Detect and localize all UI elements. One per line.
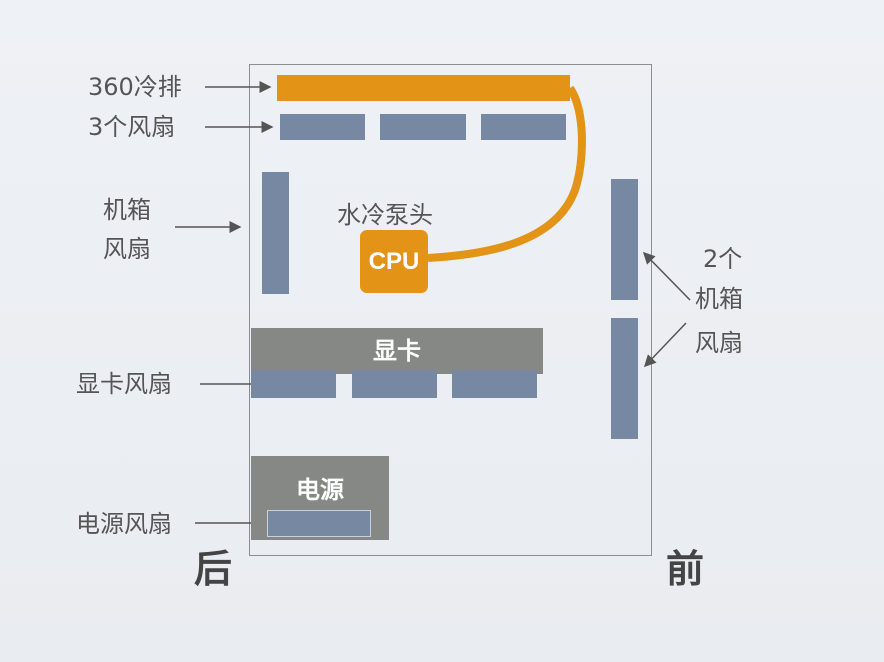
psu-fan-label: 电源风扇 [76, 510, 172, 538]
top-fan-3 [481, 114, 566, 140]
radiator-360 [277, 75, 570, 101]
gpu-label: 显卡 [373, 337, 421, 365]
gpu-fan-1 [251, 370, 336, 398]
gpu-fans-label: 显卡风扇 [76, 370, 172, 398]
psu-label: 电源 [296, 476, 344, 504]
rear-fan-label-line2: 风扇 [103, 235, 151, 263]
gpu-block: 显卡 [251, 328, 543, 374]
radiator-label: 360冷排 [88, 73, 182, 101]
front-case-fan-2 [611, 318, 638, 439]
front-fans-label-line3: 风扇 [695, 329, 743, 357]
front-case-fan-1 [611, 179, 638, 300]
front-fans-label-line2: 机箱 [695, 285, 743, 313]
pump-label: 水冷泵头 [337, 201, 433, 229]
gpu-fan-3 [452, 370, 537, 398]
gpu-fan-2 [352, 370, 437, 398]
pc-case-outline [249, 64, 652, 556]
front-fans-label-line1: 2个 [703, 245, 743, 273]
rear-label: 后 [194, 547, 233, 591]
water-tube [427, 85, 586, 262]
front-label: 前 [666, 547, 705, 591]
rear-case-fan [262, 172, 289, 294]
rear-fan-label-line1: 机箱 [103, 196, 151, 224]
top-fan-2 [380, 114, 466, 140]
top-fans-label: 3个风扇 [88, 113, 176, 141]
top-fan-1 [280, 114, 365, 140]
psu-fan [267, 510, 371, 537]
cpu-block: CPU [360, 230, 428, 293]
